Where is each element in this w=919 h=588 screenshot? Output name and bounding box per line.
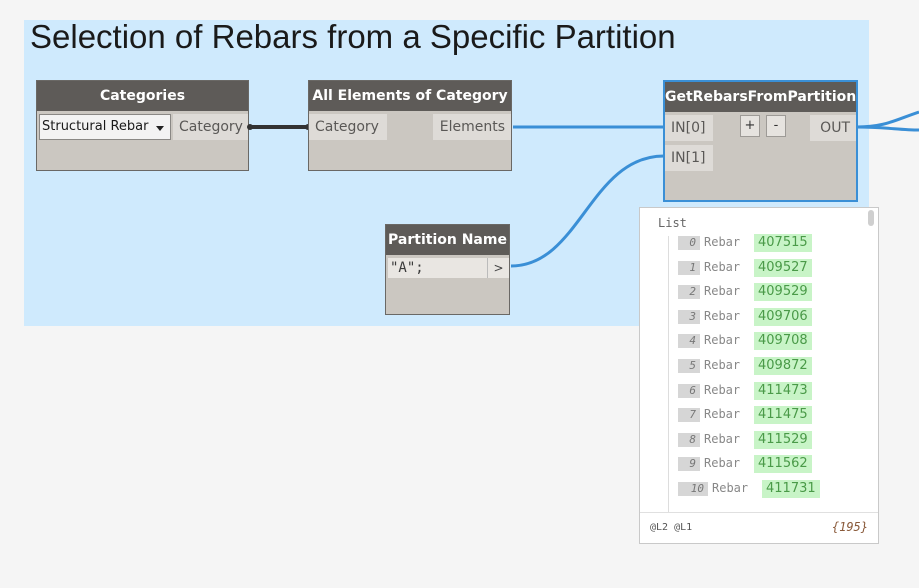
list-item-index: 1 [678, 261, 700, 275]
all-elements-output-port[interactable]: Elements [433, 114, 511, 140]
list-item: 0 Rebar 407515 [678, 234, 812, 254]
list-item-value: 409708 [754, 332, 812, 350]
list-item: 4 Rebar 409708 [678, 332, 812, 352]
list-item-type: Rebar [712, 481, 749, 495]
list-item: 3 Rebar 409706 [678, 308, 812, 328]
list-item-index: 4 [678, 334, 700, 348]
partition-name-node-title: Partition Name [386, 225, 509, 255]
all-elements-input-port[interactable]: Category [309, 114, 387, 140]
list-item-value: 407515 [754, 234, 812, 252]
code-block-text[interactable]: "A"; [388, 258, 488, 278]
list-item-value: 411731 [762, 480, 820, 498]
list-item-index: 0 [678, 236, 700, 250]
list-item: 9 Rebar 411562 [678, 455, 812, 475]
categories-node-title: Categories [37, 81, 248, 111]
categories-node[interactable]: Categories Structural Rebar Category [36, 80, 249, 171]
list-item: 5 Rebar 409872 [678, 357, 812, 377]
list-item-index: 7 [678, 408, 700, 422]
preview-list-label: List [658, 216, 687, 230]
group-title[interactable]: Selection of Rebars from a Specific Part… [30, 18, 676, 55]
get-rebars-node[interactable]: GetRebarsFromPartition IN[0] IN[1] + - O… [663, 80, 858, 202]
list-item: 7 Rebar 411475 [678, 406, 812, 426]
preview-footer: @L2 @L1 {195} [640, 512, 878, 543]
chevron-down-icon [156, 126, 164, 131]
list-item: 10 Rebar 411731 [678, 480, 820, 500]
list-item-value: 411529 [754, 431, 812, 449]
list-item: 8 Rebar 411529 [678, 431, 812, 451]
remove-input-button[interactable]: - [766, 115, 786, 137]
list-item-type: Rebar [704, 407, 741, 421]
list-item-value: 409527 [754, 259, 812, 277]
partition-output-port[interactable]: > [487, 258, 509, 278]
list-item-type: Rebar [704, 260, 741, 274]
list-item-value: 409872 [754, 357, 812, 375]
list-levels[interactable]: @L2 @L1 [650, 522, 693, 533]
list-item-type: Rebar [704, 309, 741, 323]
categories-output-port[interactable]: Category [173, 114, 248, 140]
get-rebars-input-port-0[interactable]: IN[0] [665, 115, 713, 141]
category-dropdown-value: Structural Rebar [42, 119, 149, 134]
get-rebars-input-port-1[interactable]: IN[1] [665, 145, 713, 171]
list-item-index: 9 [678, 457, 700, 471]
list-item-type: Rebar [704, 432, 741, 446]
preview-scrollbar[interactable] [868, 210, 874, 226]
list-item: 1 Rebar 409527 [678, 259, 812, 279]
list-item-index: 3 [678, 310, 700, 324]
all-elements-node[interactable]: All Elements of Category Category Elemen… [308, 80, 512, 171]
connector-dot [247, 124, 253, 130]
list-item-type: Rebar [704, 284, 741, 298]
list-item-value: 409706 [754, 308, 812, 326]
list-item-value: 409529 [754, 283, 812, 301]
get-rebars-output-port[interactable]: OUT [810, 115, 856, 141]
list-item-type: Rebar [704, 333, 741, 347]
list-item: 6 Rebar 411473 [678, 382, 812, 402]
list-item-type: Rebar [704, 383, 741, 397]
preview-tree-line [668, 236, 669, 516]
add-input-button[interactable]: + [740, 115, 760, 137]
list-item-index: 10 [678, 482, 708, 496]
all-elements-node-title: All Elements of Category [309, 81, 511, 111]
list-count: {195} [831, 520, 868, 534]
list-item-index: 2 [678, 285, 700, 299]
list-item-value: 411562 [754, 455, 812, 473]
partition-name-node[interactable]: Partition Name "A"; > [385, 224, 510, 315]
list-item-value: 411473 [754, 382, 812, 400]
list-item: 2 Rebar 409529 [678, 283, 812, 303]
list-item-index: 8 [678, 433, 700, 447]
list-item-type: Rebar [704, 456, 741, 470]
list-item-index: 6 [678, 384, 700, 398]
get-rebars-node-title: GetRebarsFromPartition [665, 82, 856, 112]
list-item-type: Rebar [704, 358, 741, 372]
category-dropdown[interactable]: Structural Rebar [39, 114, 171, 140]
list-item-index: 5 [678, 359, 700, 373]
list-item-type: Rebar [704, 235, 741, 249]
list-item-value: 411475 [754, 406, 812, 424]
